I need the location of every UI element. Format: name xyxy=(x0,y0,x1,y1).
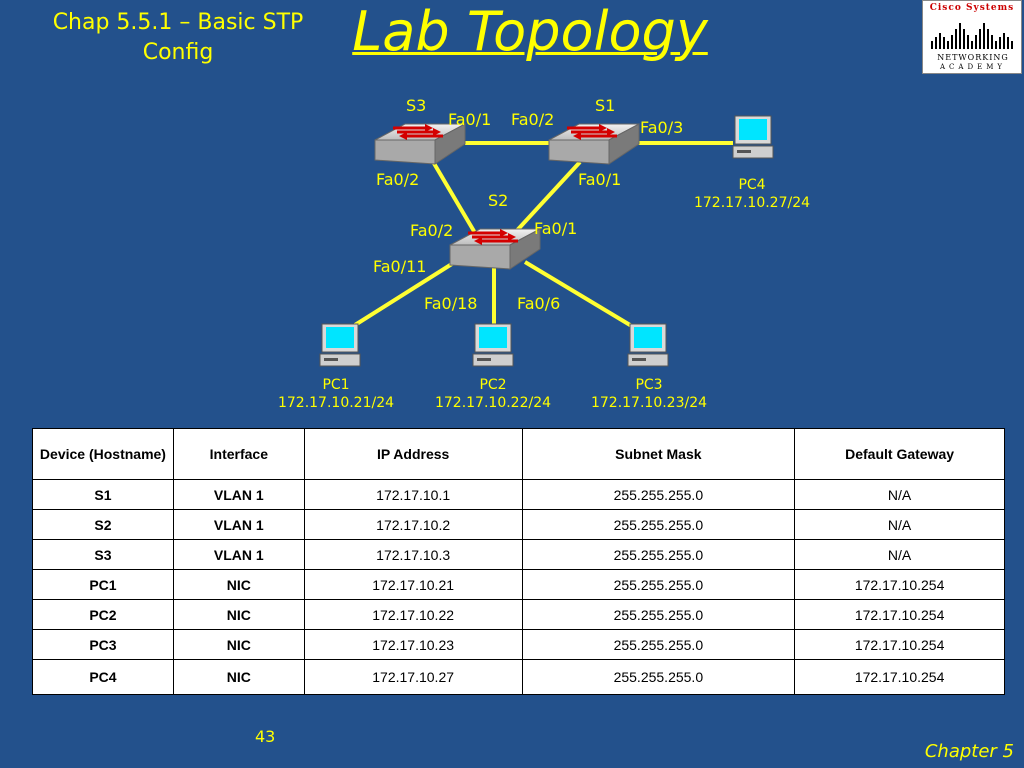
pc2-ip: 172.17.10.22/24 xyxy=(434,395,552,411)
cisco-networking-academy-logo: Cisco Systems NETWORKING ACADEMY xyxy=(922,0,1022,74)
cell-device: PC4 xyxy=(32,659,174,695)
cell-mask: 255.255.255.0 xyxy=(521,509,796,540)
pc2-label: PC2 172.17.10.22/24 xyxy=(423,376,563,412)
header-subnet-mask: Subnet Mask xyxy=(521,428,796,480)
header-interface: Interface xyxy=(172,428,305,480)
cell-gateway: N/A xyxy=(794,539,1005,570)
port-s3-fa01: Fa0/1 xyxy=(448,110,492,129)
pc4-name: PC4 xyxy=(738,177,766,193)
table-row: S3 VLAN 1 172.17.10.3 255.255.255.0 N/A xyxy=(32,539,1005,570)
port-s1-fa01: Fa0/1 xyxy=(578,170,622,189)
label-s1: S1 xyxy=(595,96,616,115)
port-s2-fa06: Fa0/6 xyxy=(517,294,561,313)
pc2-name: PC2 xyxy=(479,377,507,393)
link-s1-s2 xyxy=(508,160,582,240)
port-s1-fa02: Fa0/2 xyxy=(511,110,555,129)
pc1-computer-icon xyxy=(319,323,361,367)
label-s3: S3 xyxy=(406,96,427,115)
pc3-computer-icon xyxy=(627,323,669,367)
table-header-row: Device (Hostname) Interface IP Address S… xyxy=(32,428,1005,480)
pc4-computer-icon xyxy=(732,115,774,159)
table-row: PC3 NIC 172.17.10.23 255.255.255.0 172.1… xyxy=(32,629,1005,660)
pc1-label: PC1 172.17.10.21/24 xyxy=(266,376,406,412)
pc3-ip: 172.17.10.23/24 xyxy=(590,395,708,411)
cell-interface: NIC xyxy=(172,599,305,630)
switch-s1-icon xyxy=(548,123,640,165)
cell-device: S2 xyxy=(32,509,174,540)
cell-device: S1 xyxy=(32,479,174,510)
chapter-heading-line1: Chap 5.5.1 – Basic STP xyxy=(52,10,304,35)
pc1-ip: 172.17.10.21/24 xyxy=(277,395,395,411)
cell-mask: 255.255.255.0 xyxy=(521,659,796,695)
cell-ip: 172.17.10.27 xyxy=(303,659,523,695)
cell-gateway: 172.17.10.254 xyxy=(794,629,1005,660)
cell-interface: VLAN 1 xyxy=(172,539,305,570)
cell-ip: 172.17.10.1 xyxy=(303,479,523,510)
port-s2-fa02: Fa0/2 xyxy=(410,221,454,240)
pc2-computer-icon xyxy=(472,323,514,367)
port-s3-fa02: Fa0/2 xyxy=(376,170,420,189)
logo-line2: ACADEMY xyxy=(940,63,1006,71)
port-s2-fa018: Fa0/18 xyxy=(424,294,478,313)
cell-gateway: N/A xyxy=(794,479,1005,510)
cell-ip: 172.17.10.2 xyxy=(303,509,523,540)
label-s2: S2 xyxy=(488,191,509,210)
cell-mask: 255.255.255.0 xyxy=(521,539,796,570)
cell-ip: 172.17.10.22 xyxy=(303,599,523,630)
link-s2-pc1 xyxy=(353,260,457,327)
logo-line1: NETWORKING xyxy=(937,53,1009,62)
cell-ip: 172.17.10.3 xyxy=(303,539,523,570)
cell-gateway: N/A xyxy=(794,509,1005,540)
cell-ip: 172.17.10.21 xyxy=(303,569,523,600)
table-row: PC4 NIC 172.17.10.27 255.255.255.0 172.1… xyxy=(32,659,1005,695)
cell-gateway: 172.17.10.254 xyxy=(794,569,1005,600)
logo-brand: Cisco Systems xyxy=(929,3,1015,13)
cell-interface: NIC xyxy=(172,629,305,660)
cell-mask: 255.255.255.0 xyxy=(521,629,796,660)
cell-device: PC3 xyxy=(32,629,174,660)
addressing-table: Device (Hostname) Interface IP Address S… xyxy=(32,428,1005,695)
pc4-label: PC4 172.17.10.27/24 xyxy=(682,176,822,212)
chapter-heading-line2: Config xyxy=(142,40,214,65)
switch-s2-icon xyxy=(449,228,541,270)
header-default-gateway: Default Gateway xyxy=(794,428,1005,480)
link-s3-s2 xyxy=(430,158,480,240)
pc3-label: PC3 172.17.10.23/24 xyxy=(579,376,719,412)
topology-diagram xyxy=(319,115,774,367)
pc3-name: PC3 xyxy=(635,377,663,393)
table-row: PC1 NIC 172.17.10.21 255.255.255.0 172.1… xyxy=(32,569,1005,600)
cell-device: PC1 xyxy=(32,569,174,600)
header-ip-address: IP Address xyxy=(303,428,523,480)
port-s1-fa03: Fa0/3 xyxy=(640,118,684,137)
page-number: 43 xyxy=(255,727,276,746)
logo-bridge-icon xyxy=(931,23,1013,49)
cell-interface: VLAN 1 xyxy=(172,509,305,540)
cell-interface: NIC xyxy=(172,659,305,695)
chapter-heading: Chap 5.5.1 – Basic STP Config xyxy=(18,8,338,68)
cell-device: PC2 xyxy=(32,599,174,630)
chapter-footer: Chapter 5 xyxy=(924,741,1014,762)
table-row: S2 VLAN 1 172.17.10.2 255.255.255.0 N/A xyxy=(32,509,1005,540)
page-title: Lab Topology xyxy=(352,0,708,63)
cell-interface: VLAN 1 xyxy=(172,479,305,510)
pc4-ip: 172.17.10.27/24 xyxy=(693,195,811,211)
cell-device: S3 xyxy=(32,539,174,570)
cell-mask: 255.255.255.0 xyxy=(521,479,796,510)
links xyxy=(353,141,733,330)
port-s2-fa01: Fa0/1 xyxy=(534,219,578,238)
port-s2-fa011: Fa0/11 xyxy=(373,257,427,276)
cell-ip: 172.17.10.23 xyxy=(303,629,523,660)
link-s2-pc3 xyxy=(523,260,637,330)
cell-mask: 255.255.255.0 xyxy=(521,599,796,630)
cell-gateway: 172.17.10.254 xyxy=(794,599,1005,630)
table-row: PC2 NIC 172.17.10.22 255.255.255.0 172.1… xyxy=(32,599,1005,630)
header-device: Device (Hostname) xyxy=(32,428,174,480)
cell-interface: NIC xyxy=(172,569,305,600)
table-row: S1 VLAN 1 172.17.10.1 255.255.255.0 N/A xyxy=(32,479,1005,510)
pc1-name: PC1 xyxy=(322,377,350,393)
switch-s3-icon xyxy=(374,123,466,165)
cell-mask: 255.255.255.0 xyxy=(521,569,796,600)
cell-gateway: 172.17.10.254 xyxy=(794,659,1005,695)
